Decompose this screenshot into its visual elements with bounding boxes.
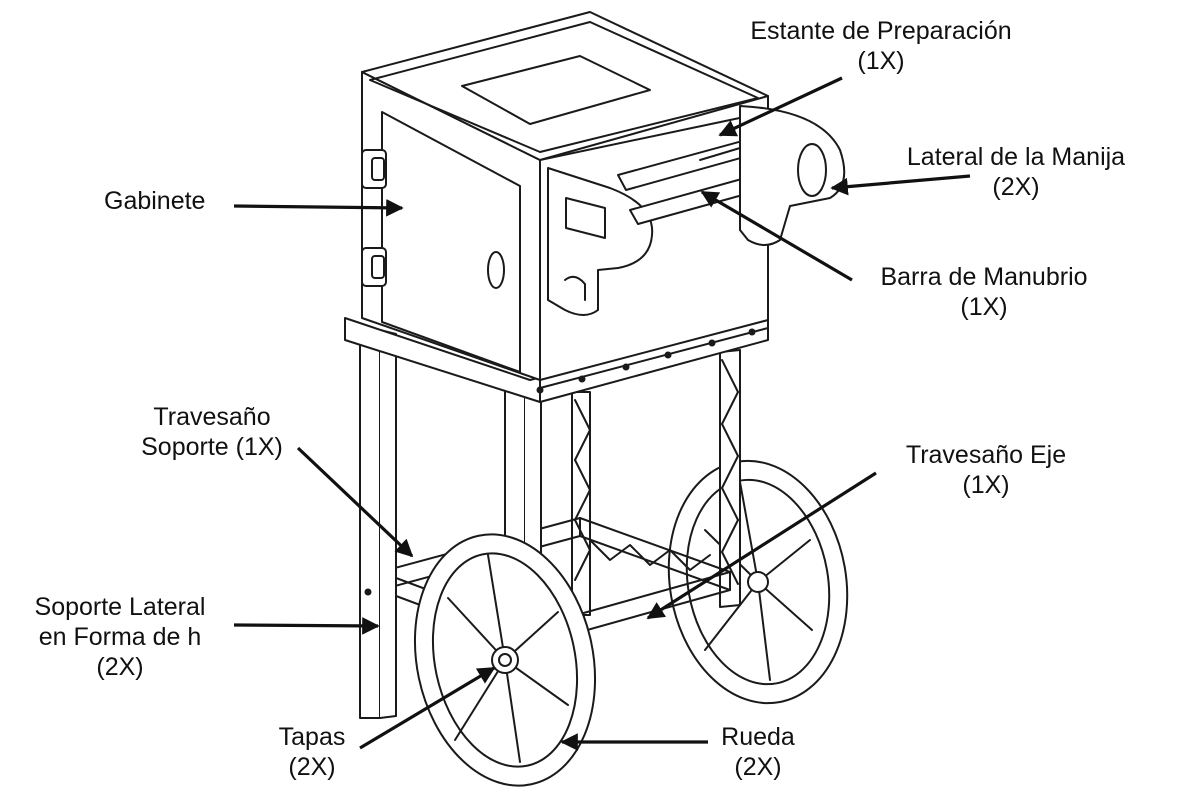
label-handlebar: Barra de Manubrio (1X) [838, 262, 1130, 322]
label-handle-side: Lateral de la Manija (2X) [880, 142, 1152, 202]
arrow-h-side [234, 625, 378, 626]
label-cross-support: Travesaño Soporte (1X) [106, 402, 318, 462]
rear-wheel [650, 447, 866, 718]
label-h-side: Soporte Lateral en Forma de h (2X) [2, 592, 238, 682]
label-cabinet: Gabinete [104, 186, 205, 216]
label-axle-cross: Travesaño Eje (1X) [870, 440, 1102, 500]
label-caps: Tapas (2X) [262, 722, 362, 782]
label-prep-shelf: Estante de Preparación (1X) [706, 16, 1056, 76]
arrow-cabinet [234, 206, 402, 208]
label-wheel: Rueda (2X) [698, 722, 818, 782]
